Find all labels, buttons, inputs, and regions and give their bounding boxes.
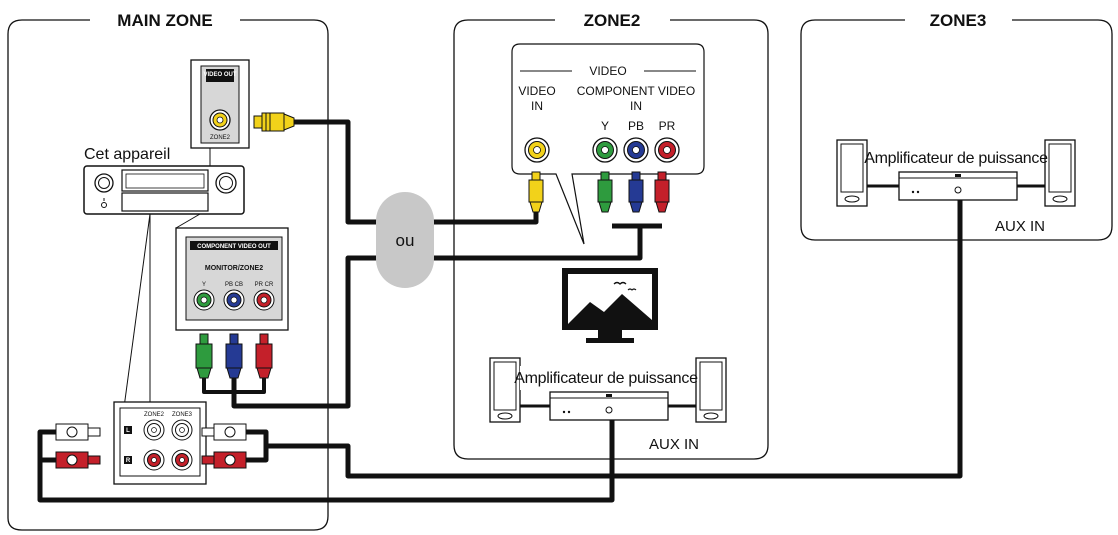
audio-zone3-label: ZONE3 (172, 412, 193, 418)
zone2-pr-label: PR (659, 119, 676, 133)
zone2-title: ZONE2 (584, 11, 641, 30)
device-label: Cet appareil (84, 146, 170, 163)
component-video-cable (231, 223, 662, 409)
composite-plug-main (253, 112, 295, 132)
zone2-y-label: Y (601, 119, 609, 133)
panel-y-label: Y (202, 282, 206, 288)
cables (37, 119, 963, 503)
audio-plugs-zone3 (201, 423, 247, 469)
video-out-label: VIDEO OUT (203, 72, 236, 78)
zone2-aux-in: AUX IN (649, 436, 699, 453)
zone3-aux-in: AUX IN (995, 218, 1045, 235)
zone3-box: ZONE3 (800, 11, 1113, 241)
audio-r-label: R (126, 458, 131, 464)
audio-plugs-zone2 (55, 423, 101, 469)
zone2-audio-cable (37, 420, 615, 503)
video-group-label: VIDEO (589, 64, 626, 78)
zone2-amplifier-setup: Amplificateur de puissance AUX IN (489, 357, 727, 453)
audio-out-panel: ZONE2 ZONE3 L R (113, 401, 207, 485)
zone3-amplifier-setup: Amplificateur de puissance AUX IN (836, 139, 1076, 235)
audio-l-label: L (126, 428, 130, 434)
component-out-panel: COMPONENT VIDEO OUT MONITOR/ZONE2 Y PB C… (175, 227, 289, 331)
tv-icon (562, 268, 658, 343)
panel-pr-label: PR CR (255, 282, 274, 288)
zone2-plugs (528, 171, 670, 213)
zone3-audio-cable (246, 198, 963, 479)
zone2-amp-label: Amplificateur de puissance (514, 370, 698, 387)
receiver-unit: Cet appareil (83, 146, 245, 215)
zone3-amp-label: Amplificateur de puissance (864, 150, 1048, 167)
or-label: ou (396, 231, 415, 250)
component-panel-title: COMPONENT VIDEO OUT (197, 244, 271, 250)
or-indicator: ou (376, 192, 434, 288)
main-zone-box: MAIN ZONE (7, 11, 329, 531)
video-out-panel: VIDEO OUT ZONE2 (190, 59, 250, 149)
component-plugs-main (195, 333, 273, 379)
zone2-pb-label: PB (628, 119, 644, 133)
component-pigtail (202, 376, 266, 394)
composite-video-cable (292, 119, 539, 225)
main-zone-title: MAIN ZONE (117, 11, 212, 30)
audio-zone2-label: ZONE2 (144, 412, 165, 418)
zone3-title: ZONE3 (930, 11, 987, 30)
video-out-zone2-label: ZONE2 (210, 135, 231, 141)
panel-pb-label: PB CB (225, 282, 243, 288)
component-panel-sub: MONITOR/ZONE2 (205, 265, 263, 272)
